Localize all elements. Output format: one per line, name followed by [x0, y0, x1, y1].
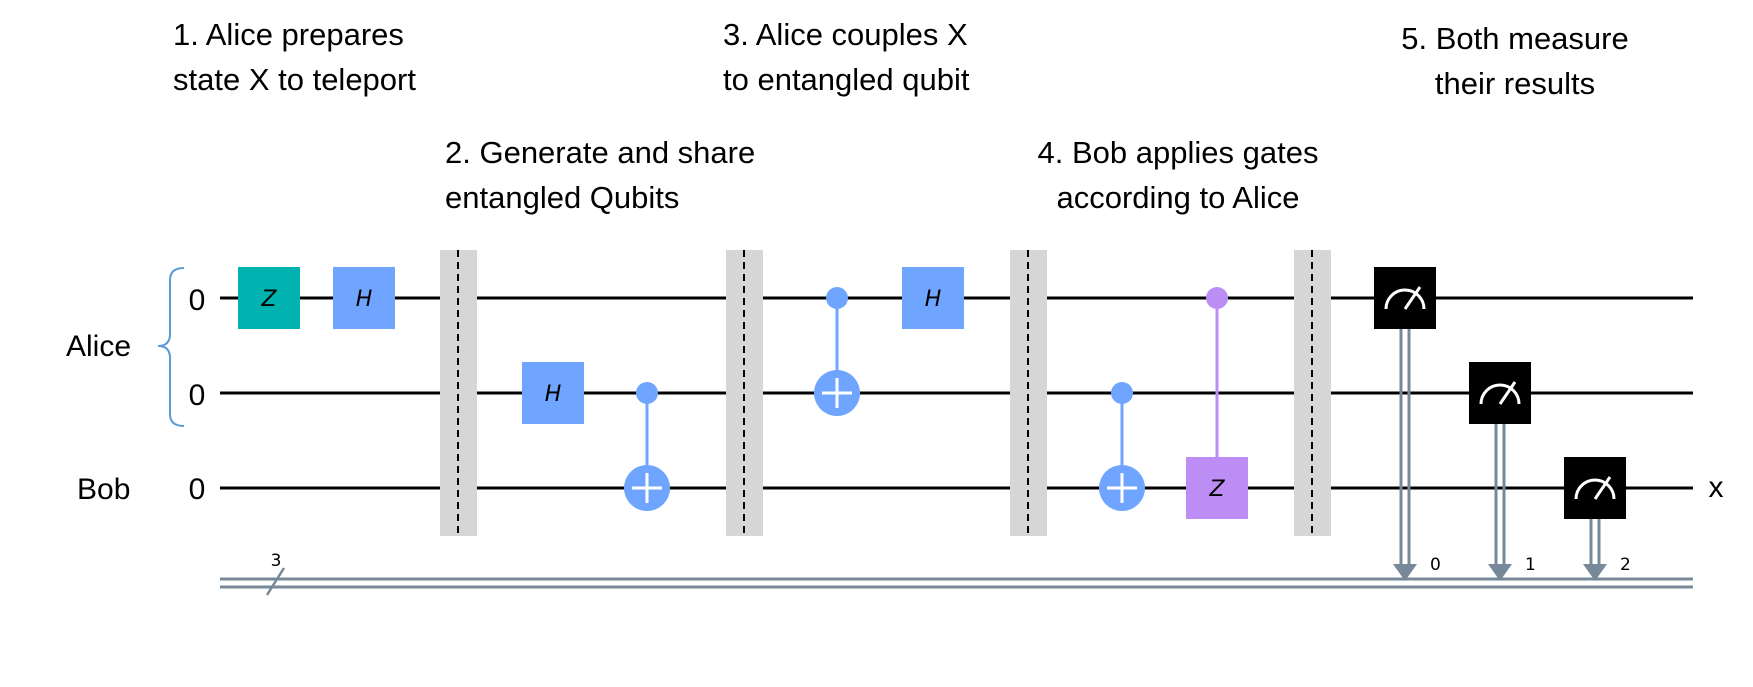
h-gate-q0-step1: H: [333, 267, 395, 329]
annotation-step3-line1: 3. Alice couples X: [723, 17, 968, 52]
cnot-control-dot: [826, 287, 848, 309]
alice-brace: [157, 267, 185, 427]
z-gate-label: Z: [260, 287, 277, 312]
alice-label: Alice: [66, 330, 131, 363]
cnot-control-dot: [1111, 382, 1133, 404]
h-gate-q1: H: [522, 362, 584, 424]
measure-q0: 0: [1374, 267, 1441, 581]
annotation-step4-line1: 4. Bob applies gates: [1038, 135, 1319, 170]
meter-icon: [1479, 383, 1521, 405]
q2-init-label: 0: [189, 473, 206, 506]
annotation-step1-line2: state X to teleport: [173, 62, 416, 97]
annotation-step1-line1: 1. Alice prepares: [173, 17, 404, 52]
h-gate-label: H: [545, 382, 562, 407]
meter-icon: [1574, 478, 1616, 500]
annotation-step4-line2: according to Alice: [1057, 180, 1300, 215]
classical-register-size: 3: [271, 551, 282, 571]
barrier-3: [1010, 250, 1047, 536]
meter-icon: [1384, 288, 1426, 310]
bob-label: Bob: [77, 473, 130, 506]
q1-init-label: 0: [189, 379, 206, 412]
annotation-step2-line2: entangled Qubits: [445, 180, 679, 215]
z-gate-label: Z: [1208, 477, 1225, 502]
barrier-1: [440, 250, 477, 536]
annotation-step3-line2: to entangled qubit: [723, 62, 970, 97]
annotation-step2-line1: 2. Generate and share: [445, 135, 755, 170]
barrier-4: [1294, 250, 1331, 536]
barrier-2: [726, 250, 763, 536]
cnot-control-dot: [636, 382, 658, 404]
cnot-q1-q2: [624, 382, 670, 511]
cnot-q0-q1: [814, 287, 860, 416]
cz-q0-q2: Z: [1186, 287, 1248, 519]
measure-q1: 1: [1469, 362, 1536, 581]
z-gate-q0: Z: [238, 267, 300, 329]
classical-bit-label-2: 2: [1620, 555, 1631, 575]
classical-bit-label-0: 0: [1430, 555, 1441, 575]
annotation-step5-line1: 5. Both measure: [1401, 21, 1628, 56]
output-label-x: x: [1709, 471, 1724, 504]
classical-bit-label-1: 1: [1525, 555, 1536, 575]
h-gate-label: H: [925, 287, 942, 312]
annotation-step5-line2: their results: [1435, 66, 1595, 101]
h-gate-q0-step3: H: [902, 267, 964, 329]
h-gate-label: H: [356, 287, 373, 312]
cnot-q1-q2-bob: [1099, 382, 1145, 511]
cz-control-dot: [1206, 287, 1228, 309]
classical-register-slash: [265, 567, 286, 596]
q0-init-label: 0: [189, 284, 206, 317]
measure-q2: 2: [1564, 457, 1631, 581]
